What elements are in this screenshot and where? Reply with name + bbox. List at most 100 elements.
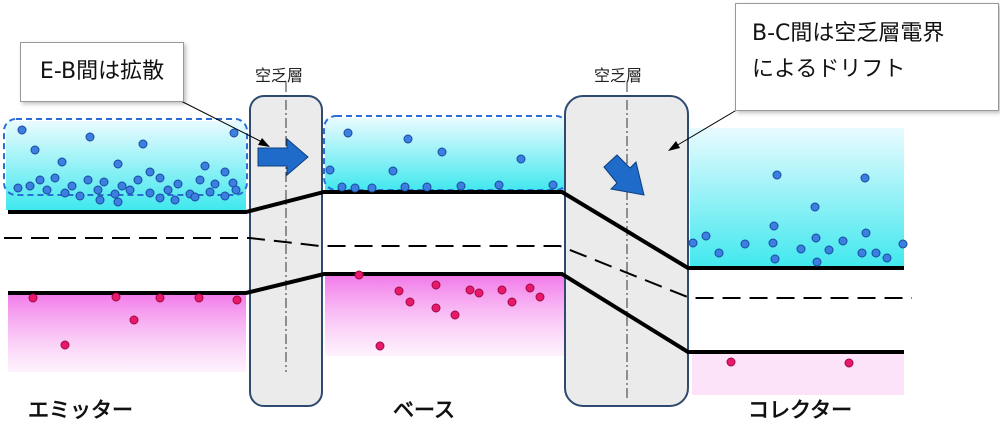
electron-dot <box>337 182 347 192</box>
electron-dot <box>772 170 782 180</box>
hole-dot <box>431 280 441 290</box>
callout-bc-line1: B-C間は空乏層電界 <box>752 21 945 46</box>
callout-eb-pointer <box>174 97 263 143</box>
hole-dot <box>28 293 38 303</box>
electrons <box>13 125 908 267</box>
electron-dot <box>422 182 432 192</box>
hole-dot <box>507 297 517 307</box>
electron-dot <box>400 182 410 192</box>
hole-dot <box>394 286 404 296</box>
emitter-hole-region <box>8 294 246 372</box>
electron-dot <box>516 154 526 164</box>
callout-bc: B-C間は空乏層電界 によるドリフト <box>735 3 999 111</box>
electron-dot <box>138 139 148 149</box>
hole-dot <box>232 295 242 305</box>
collector-label: コレクター <box>748 398 853 422</box>
electron-dot <box>13 183 23 193</box>
hole-dot <box>726 357 736 367</box>
right-depletion-label: 空乏層 <box>594 66 643 85</box>
hole-dot <box>844 358 854 368</box>
electron-dot <box>812 257 822 267</box>
right-arrow-icon <box>257 137 309 177</box>
electron-dot <box>17 125 27 135</box>
hole-dot <box>129 315 139 325</box>
electron-dot <box>95 195 105 205</box>
hole-dot <box>431 303 441 313</box>
valence-band-line <box>8 272 904 354</box>
electron-dot <box>350 183 360 193</box>
electron-dot <box>898 239 908 249</box>
electron-dot <box>769 221 779 231</box>
electron-dot <box>210 179 220 189</box>
electron-dot <box>25 181 35 191</box>
electron-dot <box>343 128 353 138</box>
electron-dot <box>882 253 892 263</box>
electron-dot <box>113 197 123 207</box>
hole-dot <box>375 341 385 351</box>
electron-dot <box>205 187 215 197</box>
hole-dot <box>474 288 484 298</box>
callout-bc-line2: によるドリフト <box>752 57 906 82</box>
hole-dot <box>155 293 165 303</box>
callout-eb: E-B間は拡散 <box>20 42 184 102</box>
electron-dot <box>110 189 120 199</box>
electron-dot <box>367 183 377 193</box>
hole-dot <box>450 310 460 320</box>
electron-dot <box>173 179 183 189</box>
conduction-band-line <box>8 190 904 270</box>
electron-dot <box>714 248 724 258</box>
electron-dot <box>770 254 780 264</box>
electron-dot <box>824 245 834 255</box>
electron-dot <box>170 195 180 205</box>
electron-dot <box>57 157 67 167</box>
electron-dot <box>83 175 93 185</box>
electron-dot <box>67 181 77 191</box>
electron-dot <box>857 248 867 258</box>
emitter-dashed-box <box>3 118 248 196</box>
electron-dot <box>117 181 127 191</box>
electron-dot <box>701 231 711 241</box>
electron-dot <box>93 185 103 195</box>
hole-dot <box>465 285 475 295</box>
electron-dot <box>403 134 413 144</box>
callout-eb-pointer-head <box>258 138 270 147</box>
electron-dot <box>811 233 821 243</box>
electron-dot <box>860 173 870 183</box>
hole-dot <box>111 292 121 302</box>
hole-dot <box>405 297 415 307</box>
electron-dot <box>494 180 504 190</box>
holes <box>28 270 854 368</box>
electron-dot <box>42 185 52 195</box>
hole-dot <box>535 292 545 302</box>
hole-dot <box>354 270 364 280</box>
hole-dot <box>497 285 507 295</box>
callout-bc-pointer-head <box>668 141 680 151</box>
electron-dot <box>838 236 848 246</box>
electron-dot <box>325 165 335 175</box>
electron-dot <box>145 188 155 198</box>
emitter-label: エミッター <box>28 398 133 422</box>
electron-dot <box>220 191 230 201</box>
electron-dot <box>861 228 871 238</box>
electron-dot <box>548 180 558 190</box>
emitter-electron-region <box>6 121 246 210</box>
electron-dot <box>50 173 60 183</box>
electron-dot <box>30 145 40 155</box>
electron-dot <box>75 191 85 201</box>
left-depletion-label: 空乏層 <box>255 66 304 85</box>
electron-dot <box>190 192 200 202</box>
electron-dot <box>99 177 109 187</box>
electron-dot <box>231 185 241 195</box>
electron-dot <box>163 185 173 195</box>
callout-bc-pointer <box>675 107 741 147</box>
electron-dot <box>195 175 205 185</box>
electron-dot <box>155 173 165 183</box>
base-label: ベース <box>393 398 455 422</box>
electron-dot <box>113 159 123 169</box>
electron-dot <box>871 248 881 258</box>
electron-dot <box>85 132 95 142</box>
electron-dot <box>60 188 70 198</box>
electron-dot <box>796 244 806 254</box>
base-hole-region <box>325 276 565 356</box>
